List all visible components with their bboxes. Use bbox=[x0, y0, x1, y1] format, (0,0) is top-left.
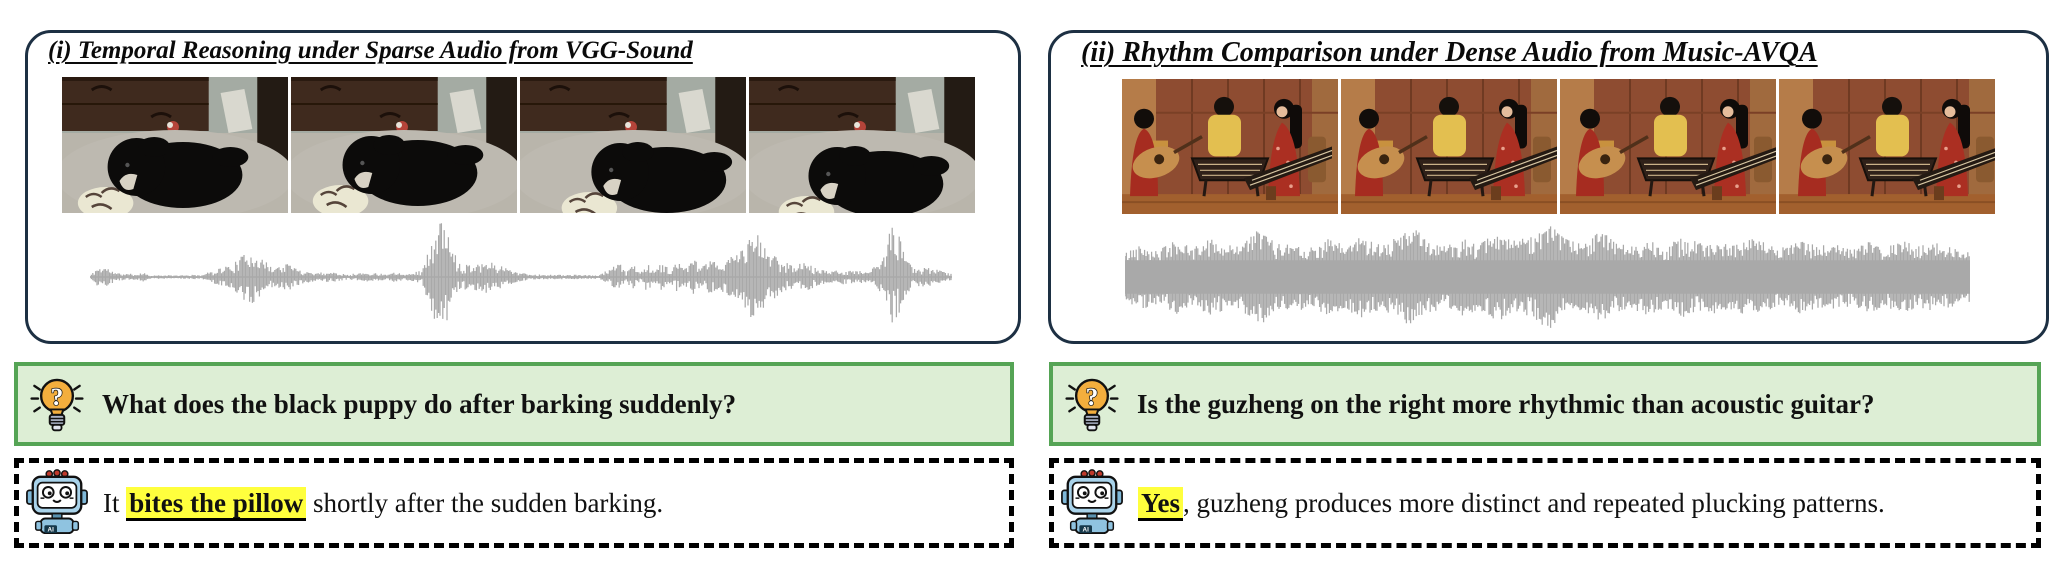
lightbulb-question-icon: ? bbox=[30, 378, 84, 432]
svg-text:AI: AI bbox=[1083, 527, 1090, 534]
panel-title: (ii) Rhythm Comparison under Dense Audio… bbox=[1081, 37, 1818, 68]
question-text: What does the black puppy do after barki… bbox=[102, 388, 737, 419]
video-frame-musicians bbox=[1122, 79, 1338, 214]
panel-title: (i) Temporal Reasoning under Sparse Audi… bbox=[48, 37, 693, 64]
video-frame-musicians bbox=[1779, 79, 1995, 214]
answer-text: It bites the pillow shortly after the su… bbox=[103, 486, 664, 521]
answer-highlight: bites the pillow bbox=[126, 486, 307, 521]
video-frame-puppy bbox=[291, 77, 517, 213]
answer-box: AI Yes, guzheng produces more distinct a… bbox=[1049, 458, 2041, 548]
question-text: Is the guzheng on the right more rhythmi… bbox=[1137, 388, 1875, 419]
video-frame-puppy bbox=[520, 77, 746, 213]
lightbulb-question-icon: ? bbox=[1065, 378, 1119, 432]
audio-waveform-sparse bbox=[90, 223, 952, 323]
video-frame-puppy bbox=[749, 77, 975, 213]
audio-waveform-dense bbox=[1125, 226, 1970, 328]
svg-text:AI: AI bbox=[48, 527, 55, 534]
video-frame-musicians bbox=[1341, 79, 1557, 214]
answer-text: Yes, guzheng produces more distinct and … bbox=[1138, 486, 1885, 521]
answer-box: AI It bites the pillow shortly after the… bbox=[14, 458, 1014, 548]
media-panel-dense-audio: (ii) Rhythm Comparison under Dense Audio… bbox=[1048, 30, 2049, 344]
answer-highlight: Yes bbox=[1138, 486, 1183, 521]
answer-prefix: It bbox=[103, 487, 127, 518]
svg-text:?: ? bbox=[51, 383, 64, 411]
question-box: ? What does the black puppy do after bar… bbox=[14, 362, 1014, 446]
video-frame-musicians bbox=[1560, 79, 1776, 214]
robot-ai-icon: AI bbox=[1061, 469, 1123, 535]
question-box: ? Is the guzheng on the right more rhyth… bbox=[1049, 362, 2041, 446]
answer-suffix: shortly after the sudden barking. bbox=[306, 487, 664, 518]
answer-suffix: , guzheng produces more distinct and rep… bbox=[1183, 487, 1885, 518]
video-frame-puppy bbox=[62, 77, 288, 213]
video-frame-strip bbox=[62, 77, 975, 213]
svg-text:?: ? bbox=[1086, 383, 1099, 411]
video-frame-strip bbox=[1122, 79, 1995, 214]
media-panel-sparse-audio: (i) Temporal Reasoning under Sparse Audi… bbox=[25, 30, 1021, 344]
robot-ai-icon: AI bbox=[26, 469, 88, 535]
